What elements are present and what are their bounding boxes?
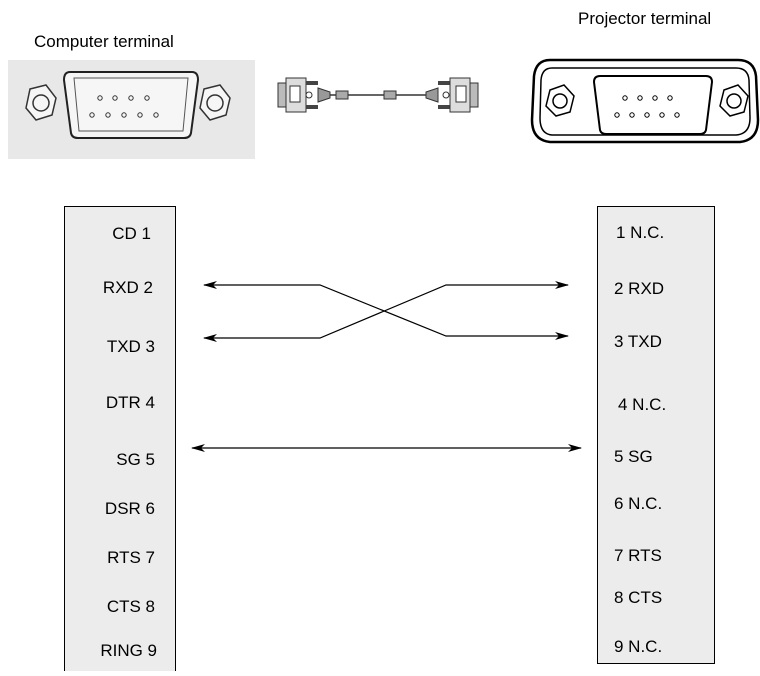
computer-pin-9: RING 9	[100, 641, 157, 660]
computer-pin-1: CD 1	[112, 224, 151, 243]
projector-pin-7: 7 RTS	[614, 546, 662, 565]
computer-pin-7: RTS 7	[107, 548, 155, 567]
computer-pin-2: RXD 2	[102, 278, 153, 297]
computer-pin-3: TXD 3	[106, 337, 155, 356]
projector-pin-2: 2 RXD	[614, 279, 665, 298]
projector-pin-1: 1 N.C.	[616, 223, 665, 242]
wire-rxd2-to-txd3	[203, 281, 569, 340]
projector-pin-8: 8 CTS	[614, 588, 663, 607]
projector-pin-3: 3 TXD	[614, 332, 662, 351]
projector-pin-9: 9 N.C.	[614, 637, 663, 656]
computer-pin-6: DSR 6	[104, 499, 155, 518]
computer-pin-5: SG 5	[116, 450, 155, 469]
computer-pin-8: CTS 8	[106, 597, 155, 616]
projector-terminal-label: Projector terminal	[578, 9, 712, 28]
wire-txd3-to-rxd2	[203, 281, 569, 342]
computer-terminal-label: Computer terminal	[34, 32, 174, 51]
computer-pin-4: DTR 4	[105, 393, 155, 412]
projector-pin-list: 1 N.C. 2 RXD 3 TXD 4 N.C. 5 SG 6 N.C. 7 …	[597, 206, 715, 664]
projector-pin-4: 4 N.C.	[618, 395, 667, 414]
computer-pin-list: CD 1 RXD 2 TXD 3 DTR 4 SG 5 DSR 6 RTS 7 …	[64, 206, 176, 671]
projector-pin-5: 5 SG	[614, 447, 653, 466]
projector-pin-6: 6 N.C.	[614, 494, 663, 513]
